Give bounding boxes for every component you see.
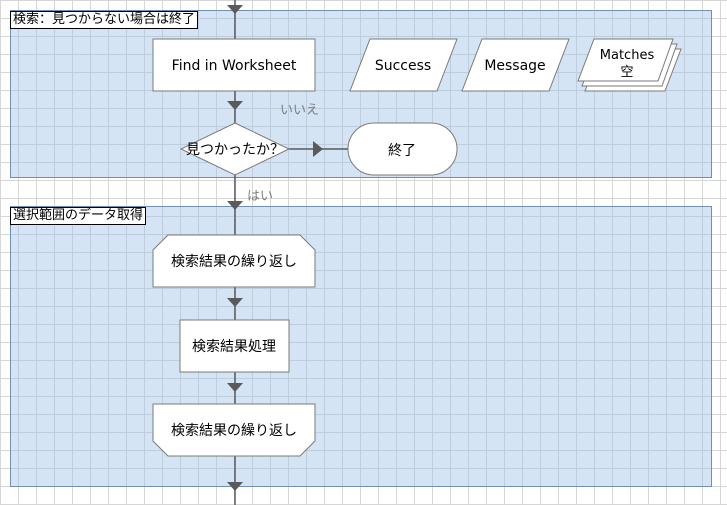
arrowhead-bottom: [227, 482, 243, 491]
node-matches[interactable]: Matches 空: [577, 38, 682, 92]
node-decision[interactable]: 見つかったか？: [179, 122, 291, 176]
decision-label: 見つかったか？: [186, 142, 284, 158]
lane-title-search: 検索：見つからない場合は終了: [10, 11, 199, 29]
loop-start-shape: [152, 234, 316, 288]
message-label: Message: [484, 58, 545, 74]
matches-shape-front: [577, 38, 674, 82]
matches-label-line2: 空: [620, 65, 633, 80]
node-loop-end[interactable]: 検索結果の繰り返し: [152, 403, 316, 457]
node-success[interactable]: Success: [349, 38, 458, 92]
process-box: [179, 319, 290, 373]
matches-label-line1: Matches: [600, 48, 655, 63]
loop-start-label: 検索結果の繰り返し: [171, 253, 297, 270]
arrowhead-to-loop-end: [227, 383, 243, 392]
find-label: Find in Worksheet: [172, 58, 297, 74]
arrowhead-to-end: [313, 141, 323, 157]
edge-label-no: いいえ: [280, 103, 319, 118]
lane-title-data-range: 選択範囲のデータ取得: [10, 207, 147, 225]
node-process[interactable]: 検索結果処理: [179, 319, 290, 373]
node-end[interactable]: 終了: [347, 122, 458, 176]
arrowhead-top: [227, 5, 243, 14]
success-label: Success: [375, 58, 431, 74]
decision-shape: [179, 122, 291, 176]
loop-end-label: 検索結果の繰り返し: [171, 422, 297, 439]
end-shape: [347, 122, 458, 176]
end-label: 終了: [388, 143, 416, 159]
arrowhead-into-data-lane: [227, 201, 243, 210]
edge-label-yes: はい: [247, 189, 273, 204]
swimlane-data-range: [10, 206, 712, 487]
loop-end-shape: [152, 403, 316, 457]
arrowhead-to-decision: [227, 101, 243, 110]
success-shape: [349, 38, 458, 92]
node-loop-start[interactable]: 検索結果の繰り返し: [152, 234, 316, 288]
process-label: 検索結果処理: [192, 338, 276, 355]
node-message[interactable]: Message: [461, 38, 570, 92]
node-find-in-worksheet[interactable]: Find in Worksheet: [152, 38, 316, 92]
message-shape: [461, 38, 570, 92]
arrowhead-to-process: [227, 298, 243, 307]
find-box: [152, 38, 316, 92]
